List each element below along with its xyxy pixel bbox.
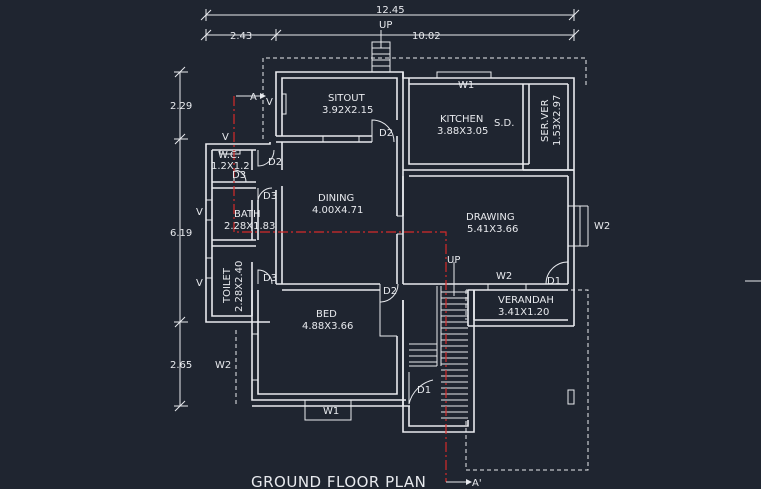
- room-drawing-name: DRAWING: [466, 212, 515, 223]
- tag-v-wc: V: [222, 132, 229, 143]
- windows: [205, 71, 589, 421]
- walls: [205, 71, 575, 433]
- tag-d1-drawing: D1: [547, 276, 561, 287]
- tag-v-toilet: V: [196, 278, 203, 289]
- dim-v2: 6.19: [170, 228, 192, 239]
- tag-d1-stair: D1: [417, 385, 431, 396]
- room-drawing-size: 5.41X3.66: [467, 224, 518, 235]
- room-sitout-name: SITOUT: [328, 93, 366, 104]
- dim-right-width: 10.02: [412, 31, 441, 42]
- tag-d3-toilet: D3: [263, 273, 277, 284]
- room-dining-size: 4.00X4.71: [312, 205, 363, 216]
- room-toilet-name: TOILET: [222, 267, 233, 304]
- dim-v3: 2.65: [170, 360, 192, 371]
- tag-v-sitout: V: [266, 97, 273, 108]
- room-sitout-size: 3.92X2.15: [322, 105, 373, 116]
- tag-v-bath: V: [196, 207, 203, 218]
- up-label-top: UP: [379, 20, 392, 31]
- plan-title: GROUND FLOOR PLAN: [251, 473, 426, 489]
- tag-d2-bed: D2: [383, 286, 397, 297]
- up-label-stair: UP: [447, 255, 460, 266]
- tag-d3-wc: D3: [232, 170, 246, 181]
- tag-w2-bed: W2: [215, 360, 231, 371]
- room-wc-size: 1.2X1.2: [211, 161, 250, 172]
- dim-left-width: 2.43: [230, 31, 252, 42]
- room-bed-size: 4.88X3.66: [302, 321, 353, 332]
- room-bath-size: 2.28X1.83: [224, 221, 275, 232]
- tag-w2-verandah: W2: [496, 271, 512, 282]
- room-wc-name: W.C.: [218, 150, 240, 161]
- stair-top: [371, 30, 391, 73]
- room-bed-name: BED: [316, 309, 337, 320]
- dashed-outline: [235, 57, 589, 471]
- door-swings: [233, 119, 569, 405]
- dim-v1: 2.29: [170, 101, 192, 112]
- section-tag-a: A: [250, 92, 257, 103]
- tag-d3-bath: D3: [263, 191, 277, 202]
- left-dimensions: 2.29 6.19 2.65: [170, 66, 192, 412]
- room-toilet-size: 2.28X2.40: [234, 261, 245, 312]
- section-tag-a-prime: A': [472, 478, 482, 489]
- room-bath-name: BATH: [234, 209, 261, 220]
- room-dining-name: DINING: [318, 193, 354, 204]
- tag-d2-wc: D2: [268, 157, 282, 168]
- room-verandah-size: 3.41X1.20: [498, 307, 549, 318]
- top-dimensions: 12.45 2.43 10.02: [200, 5, 580, 42]
- tag-w1-bed: W1: [323, 406, 339, 417]
- dim-overall: 12.45: [376, 5, 405, 16]
- room-server-name: SER.VER: [540, 99, 551, 142]
- label-sd: S.D.: [494, 118, 514, 129]
- room-verandah-name: VERANDAH: [498, 295, 554, 306]
- tag-w2-drawing: W2: [594, 221, 610, 232]
- room-kitchen-size: 3.88X3.05: [437, 126, 488, 137]
- room-kitchen-name: KITCHEN: [440, 114, 483, 125]
- tag-w1-kitchen: W1: [458, 80, 474, 91]
- tag-d2-sitout: D2: [379, 128, 393, 139]
- room-server-size: 1.53X2.97: [552, 95, 563, 146]
- section-line: [233, 93, 472, 485]
